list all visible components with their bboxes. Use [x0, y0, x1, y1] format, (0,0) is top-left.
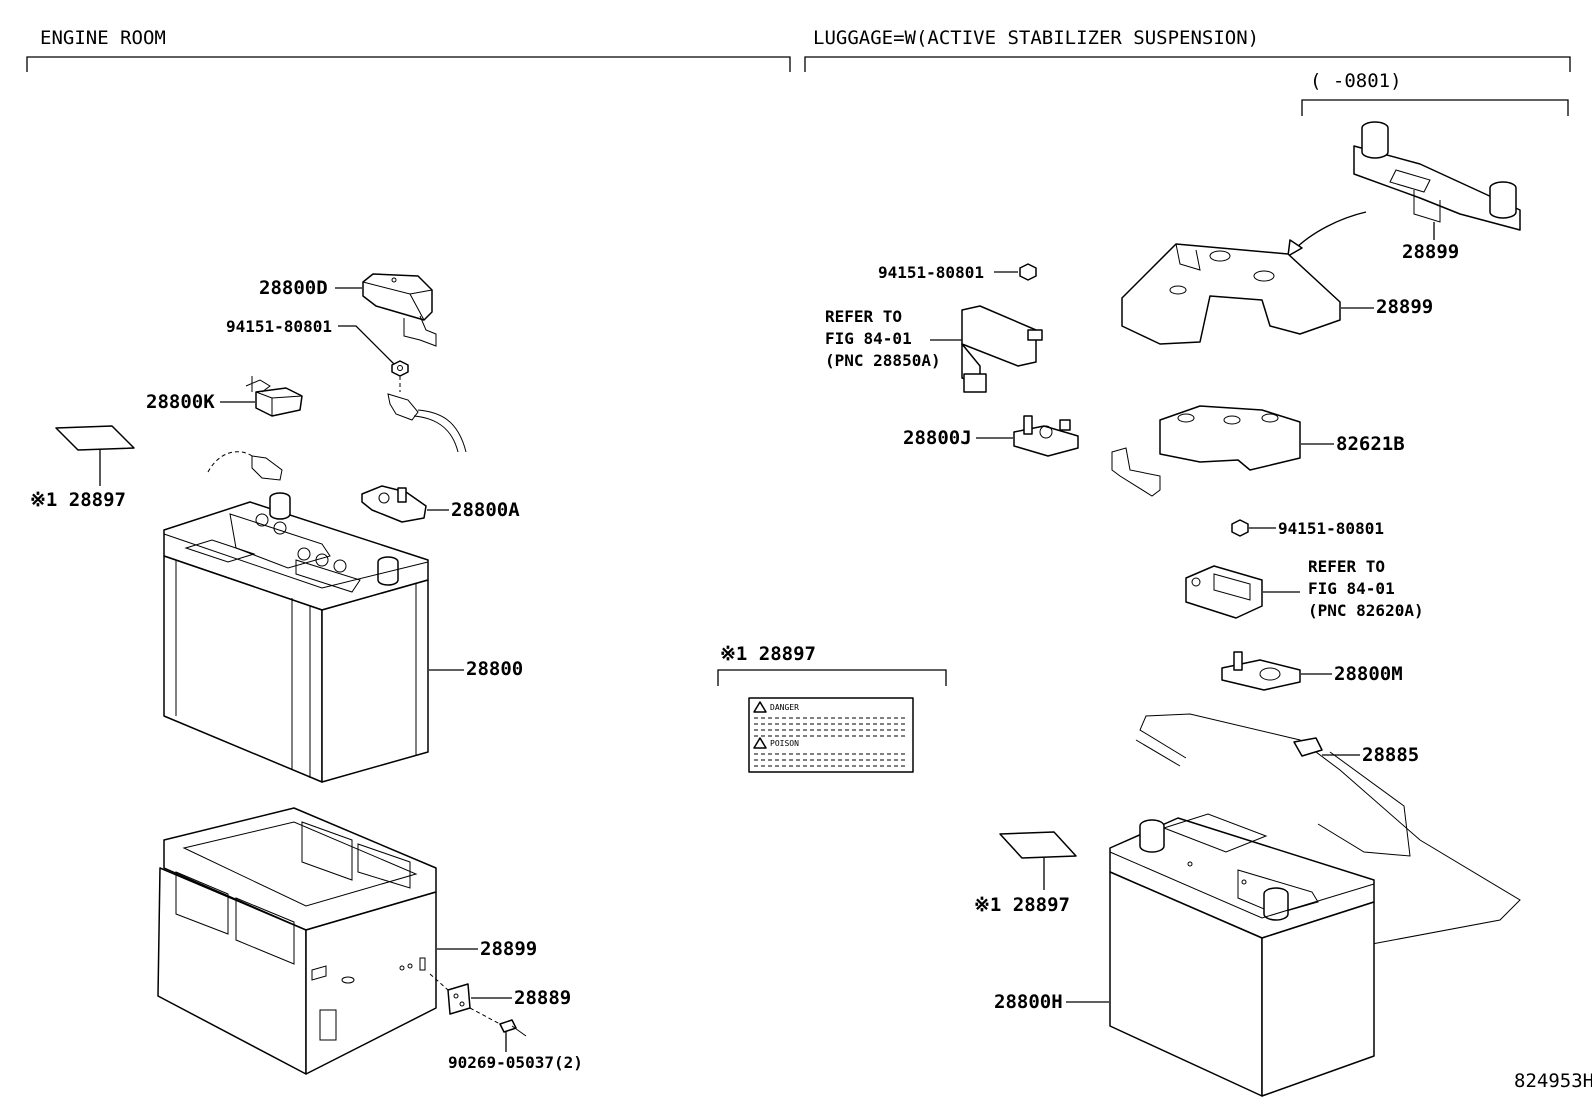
refer2-line2: FIG 84-01: [1308, 579, 1395, 598]
label-28800h: 28800H: [994, 991, 1063, 1013]
nut-94151-80801-c: [1231, 519, 1249, 537]
refer1-line2: FIG 84-01: [825, 329, 912, 348]
cover-82621b: [1111, 405, 1301, 497]
label-94151-80801-b: 94151-80801: [878, 263, 984, 282]
label-28899-a: 28899: [480, 938, 537, 960]
label-94151-80801-c: 94151-80801: [1278, 519, 1384, 538]
engine-room-bracket: [26, 56, 791, 72]
label-28800j: 28800J: [903, 427, 972, 449]
nut-94151-80801-b: [1019, 263, 1037, 281]
label-28899-c: 28899: [1376, 296, 1433, 318]
warning-poison-text: POISON: [770, 739, 799, 748]
range-bracket: [1301, 99, 1569, 116]
section-engine-room: ENGINE ROOM: [40, 27, 166, 49]
label-28899-b: 28899: [1402, 241, 1459, 263]
label-94151-80801-a: 94151-80801: [226, 317, 332, 336]
terminal-clamp-28800a: [361, 485, 427, 523]
refer1-line1: REFER TO: [825, 307, 902, 326]
label-28897-b: ※1 28897: [974, 894, 1070, 916]
cover-28899-c: [1121, 243, 1341, 345]
label-sheet-28897-a: [55, 425, 135, 451]
warning-label-28897: DANGER POISON: [748, 697, 914, 773]
battery-28800: [163, 492, 429, 783]
label-note-bracket: [717, 669, 947, 686]
sensor-28850a: [961, 305, 1043, 393]
range-note: ( -0801): [1310, 70, 1402, 92]
label-28800d: 28800D: [259, 277, 328, 299]
label-82621b: 82621B: [1336, 433, 1405, 455]
label-sheet-28897-b: [999, 831, 1077, 859]
nut-94151-80801-a: [391, 360, 409, 377]
label-28800m: 28800M: [1334, 663, 1403, 685]
refer2-line3: (PNC 82620A): [1308, 601, 1424, 620]
clamp-28800k: [245, 376, 303, 417]
luggage-bracket: [804, 56, 1571, 72]
battery-tray-28899-a: [157, 807, 437, 1075]
bracket-28889: [447, 983, 471, 1015]
battery-28800h: [1109, 813, 1375, 1097]
plate-28899-b: [1353, 121, 1521, 231]
warning-danger-text: DANGER: [770, 703, 799, 712]
terminal-28800j: [1013, 415, 1079, 457]
label-note-28897: ※1 28897: [720, 643, 816, 665]
refer2-line1: REFER TO: [1308, 557, 1385, 576]
label-90269-05037: 90269-05037(2): [448, 1053, 583, 1072]
terminal-cover-28800d: [362, 273, 437, 347]
module-82620a: [1185, 565, 1263, 619]
label-28889: 28889: [514, 987, 571, 1009]
label-28885: 28885: [1362, 744, 1419, 766]
refer1-line3: (PNC 28850A): [825, 351, 941, 370]
arrow-line: [1293, 211, 1367, 251]
label-28800a: 28800A: [451, 499, 520, 521]
label-28800: 28800: [466, 658, 523, 680]
label-28800k: 28800K: [146, 391, 215, 413]
terminal-28800m: [1221, 651, 1301, 691]
clip-90269-05037: [499, 1019, 527, 1037]
negative-cable: [207, 451, 283, 481]
section-luggage: LUGGAGE=W(ACTIVE STABILIZER SUSPENSION): [813, 27, 1259, 49]
label-28897-a: ※1 28897: [30, 489, 126, 511]
arrow-head: [1287, 239, 1303, 257]
figure-id: 824953H: [1514, 1070, 1592, 1092]
positive-cable-end: [387, 393, 467, 453]
